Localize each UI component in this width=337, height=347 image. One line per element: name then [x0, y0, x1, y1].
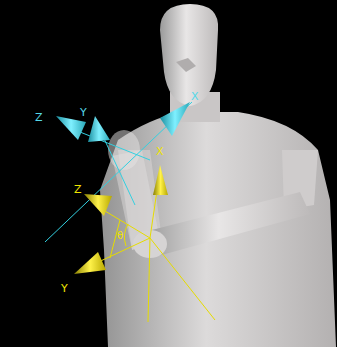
axis-label: Z [74, 184, 82, 196]
z-axis-cone [84, 194, 112, 216]
axis-label: X [191, 91, 199, 103]
y-axis-cone [88, 116, 110, 142]
x-axis-cone [160, 102, 190, 136]
face-shade [176, 58, 196, 72]
z-axis-cone [56, 116, 86, 140]
head [160, 4, 218, 106]
x-axis-cone [153, 165, 168, 195]
axis-label: Y [80, 107, 87, 119]
axis-label: Z [35, 112, 43, 124]
axis-label: X [156, 146, 164, 158]
axis-lines [45, 102, 192, 242]
axis-label: Y [61, 283, 68, 295]
axis-lines [92, 170, 215, 322]
angle-arc [124, 224, 128, 246]
y-axis-cone [74, 252, 106, 274]
forearm [144, 192, 310, 256]
axis-label: θ [117, 230, 123, 242]
